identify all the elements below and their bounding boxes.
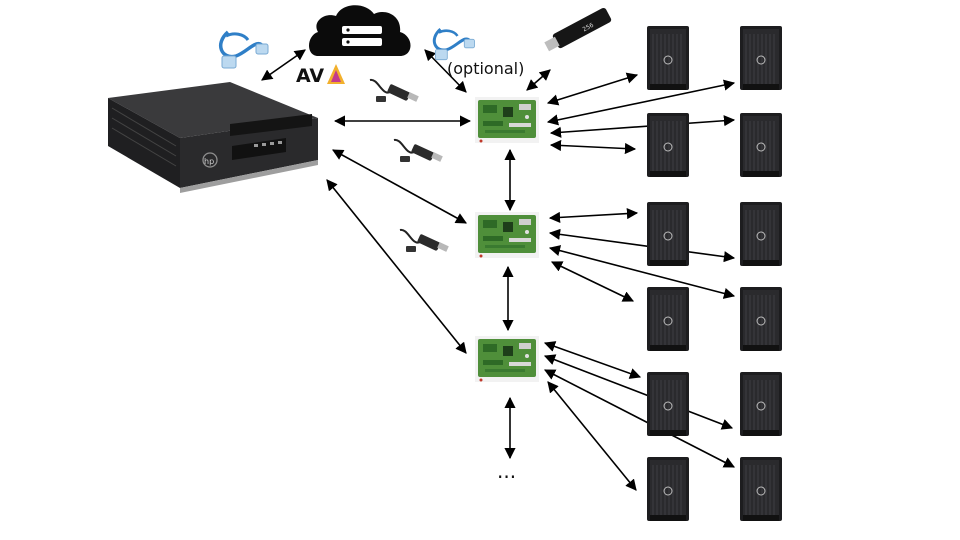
tower-pc-icon — [739, 456, 783, 522]
ethernet-cable-icon — [218, 30, 270, 70]
tower-pc-icon — [739, 25, 783, 91]
connection-arrows — [261, 49, 736, 491]
tower-pc-icon — [646, 286, 690, 352]
av-logo: AV — [296, 64, 345, 87]
ellipsis-label: ... — [497, 459, 516, 483]
svg-text:hp: hp — [204, 157, 214, 166]
usb-stick-icon: 256 — [544, 7, 612, 52]
tower-pc-icon — [739, 371, 783, 437]
usb-cable-icon — [369, 78, 420, 103]
usb-cable-icon — [393, 138, 444, 163]
pcb-board-icon — [475, 336, 539, 382]
svg-text:AV: AV — [296, 65, 324, 87]
cloud-server-icon — [309, 5, 411, 57]
tower-pc-icon — [739, 286, 783, 352]
tower-pc-icon — [646, 201, 690, 267]
svg-text:256: 256 — [582, 22, 596, 34]
tower-pc-icon — [646, 112, 690, 178]
tower-pc-icon — [739, 201, 783, 267]
optional-label: (optional) — [447, 59, 524, 78]
tower-pc-icon — [646, 25, 690, 91]
tower-pc-icon — [739, 112, 783, 178]
desktop-pc-icon: hp — [108, 82, 318, 193]
pcb-board-icon — [475, 97, 539, 143]
usb-cable-icon — [399, 228, 450, 253]
tower-pc-icon — [646, 456, 690, 522]
pcb-board-icon — [475, 212, 539, 258]
ethernet-cable-icon — [432, 27, 476, 62]
tower-pc-icon — [646, 371, 690, 437]
